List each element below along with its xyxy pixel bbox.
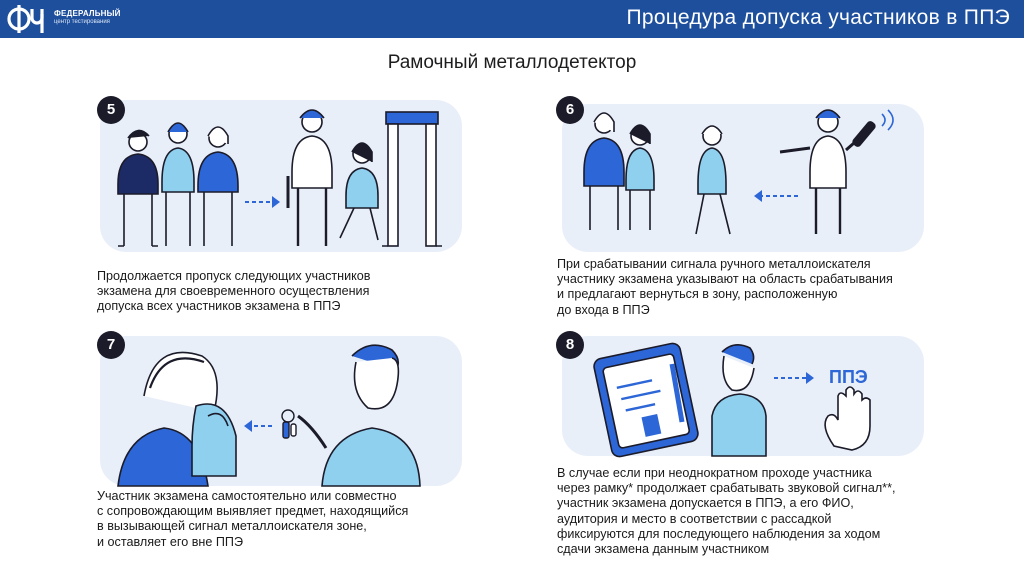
- ppe-label: ППЭ: [829, 367, 868, 387]
- clipboard-icon: [593, 342, 699, 458]
- direction-arrow-icon: [245, 196, 280, 208]
- participant-with-backpack-figure: [117, 351, 237, 487]
- security-guard-figure: [286, 109, 333, 246]
- logo: ФЕДЕРАЛЬНЫЙ центр тестирования: [7, 4, 128, 34]
- page-title: Процедура допуска участников в ППЭ: [626, 6, 1010, 29]
- step-5-caption: Продолжается пропуск следующих участнико…: [97, 269, 371, 314]
- direction-arrow-icon: [244, 420, 272, 432]
- step-8-badge: 8: [556, 331, 584, 359]
- participant-figure: [711, 344, 767, 457]
- step-7-badge: 7: [97, 331, 125, 359]
- direction-arrow-icon: [774, 372, 814, 384]
- participant-figure: [161, 122, 195, 246]
- header-bar: ФЕДЕРАЛЬНЫЙ центр тестирования Процедура…: [0, 0, 1024, 38]
- accompanying-person-figure: [297, 344, 421, 487]
- walking-participant-figure: [339, 142, 379, 241]
- direction-arrow-icon: [754, 190, 798, 202]
- frame-metal-detector-icon: [382, 111, 442, 247]
- step-8-caption: В случае если при неоднократном проходе …: [557, 466, 896, 557]
- step-7-illustration: [117, 344, 421, 487]
- step-5-illustration: [117, 109, 442, 247]
- step-8-illustration: [593, 342, 871, 458]
- section-subtitle: Рамочный металлодетектор: [387, 52, 637, 73]
- participant-figure: [117, 129, 159, 247]
- logo-text-primary: ФЕДЕРАЛЬНЫЙ: [54, 9, 121, 18]
- step-7-caption: Участник экзамена самостоятельно или сов…: [97, 489, 409, 549]
- participant-figure: [583, 112, 625, 230]
- step-5-background: [100, 100, 462, 252]
- step-6-badge: 6: [556, 96, 584, 124]
- security-guard-figure: [779, 109, 863, 234]
- returning-participant-figure: [695, 125, 731, 235]
- step-6-illustration: [583, 109, 894, 235]
- participant-figure: [197, 126, 239, 246]
- step-6-caption: При срабатывании сигнала ручного металло…: [557, 257, 893, 317]
- logo-mark-icon: [7, 5, 44, 33]
- stop-hand-icon: [824, 386, 871, 451]
- step-5-badge: 5: [97, 96, 125, 124]
- participant-figure: [625, 124, 655, 230]
- keys-icon: [281, 409, 297, 439]
- handheld-metal-detector-icon: [852, 109, 894, 147]
- logo-text-secondary: центр тестирования: [54, 19, 110, 25]
